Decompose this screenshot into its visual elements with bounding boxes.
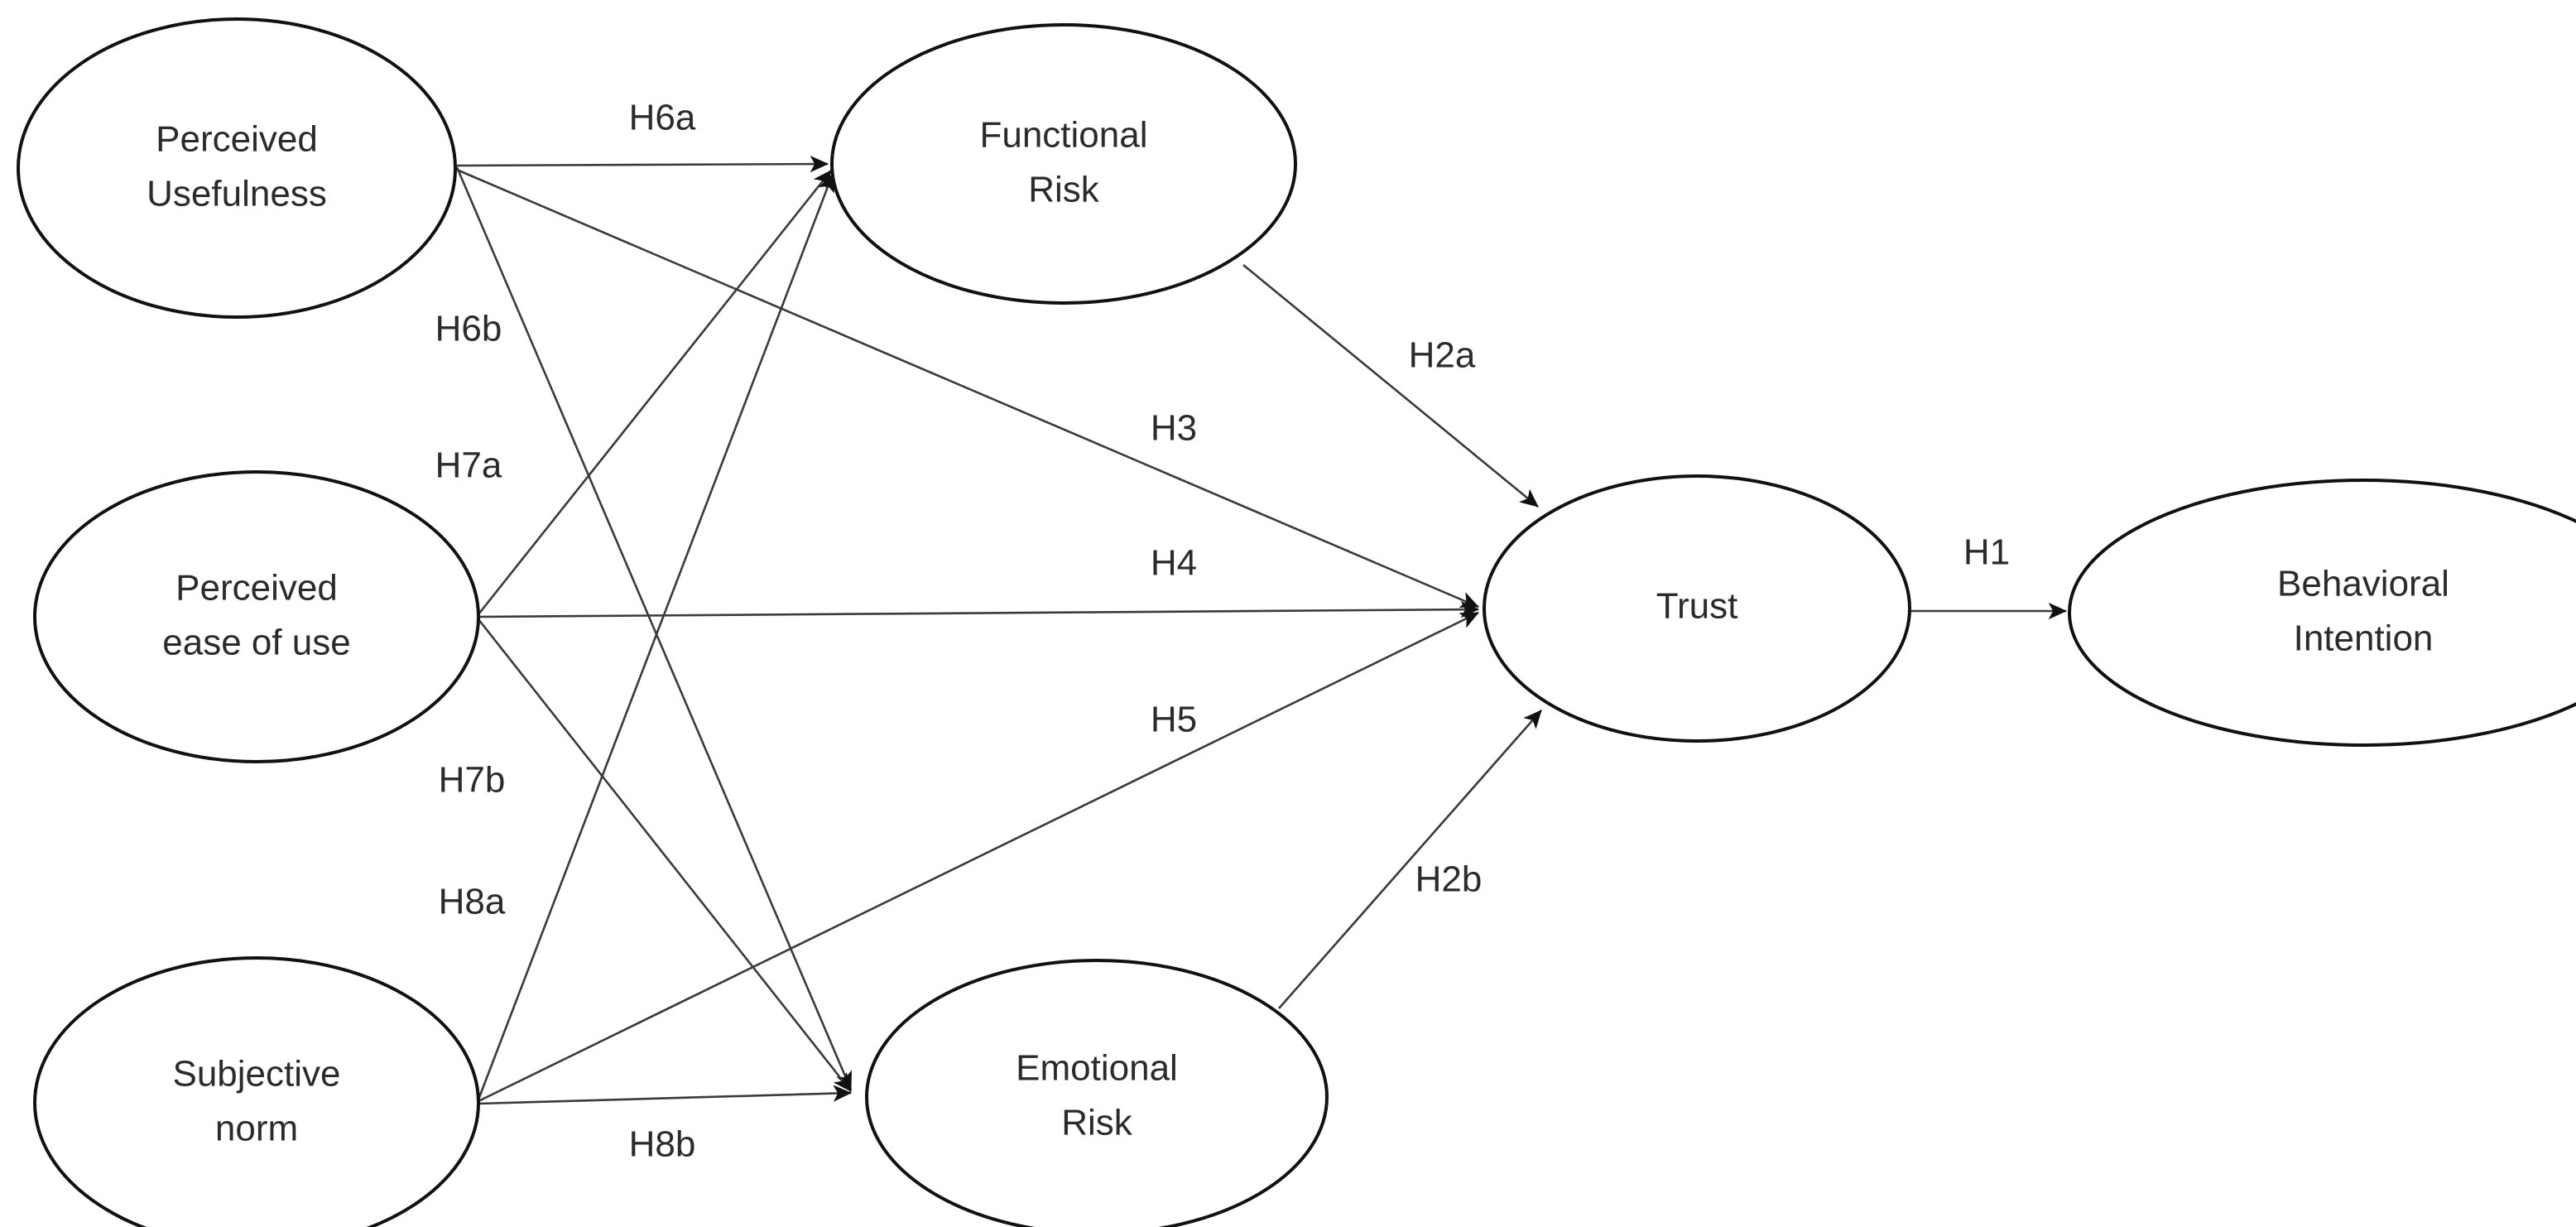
edge-arrow-h6a [456, 155, 829, 173]
edge-label-h8a: H8a [439, 882, 506, 922]
edge-label-h6b: H6b [435, 309, 502, 349]
edge-arrow-h3 [456, 168, 1479, 609]
edge-h3 [456, 168, 1479, 609]
edge-arrow-h8b [478, 1085, 853, 1105]
edge-h4 [478, 601, 1480, 618]
edge-label-h2b: H2b [1415, 859, 1483, 900]
node-label-perceived-usefulness: Perceived [156, 119, 318, 160]
edge-arrow-h6b [455, 166, 853, 1090]
edge-label-h1: H1 [1963, 532, 2010, 573]
node-label-behavioral-intention: Behavioral [2277, 564, 2449, 604]
edge-h5 [478, 611, 1479, 1103]
node-shape-emotional-risk [865, 959, 1329, 1227]
node-perceived-ease-of-use[interactable]: Perceived ease of use [33, 470, 480, 763]
node-trust[interactable]: Trust [1483, 474, 1911, 743]
edge-label-h2a: H2a [1409, 335, 1476, 376]
edge-h8a [477, 173, 834, 1100]
edge-h2a [1242, 263, 1539, 508]
edge-label-h4: H4 [1151, 543, 1197, 584]
node-label-subjective-norm: Subjective [172, 1054, 340, 1095]
node-shape-behavioral-intention [2068, 479, 2576, 747]
edge-label-h7b: H7b [439, 760, 506, 801]
edge-h7a [477, 170, 833, 615]
edge-arrow-h7b [477, 618, 853, 1092]
node-label-functional-risk: Functional [979, 115, 1147, 156]
edge-h2b [1278, 710, 1542, 1009]
edge-label-h8b: H8b [629, 1124, 696, 1165]
edge-label-h5: H5 [1151, 700, 1197, 740]
node-shape-perceived-usefulness [17, 17, 457, 319]
edge-arrow-h5 [478, 611, 1479, 1103]
node-label2-subjective-norm: norm [215, 1109, 298, 1149]
node-label2-perceived-usefulness: Usefulness [147, 174, 327, 214]
edge-h7b [477, 618, 853, 1092]
edge-arrow-h2b [1278, 710, 1542, 1009]
node-label2-behavioral-intention: Intention [2294, 618, 2434, 659]
node-shape-perceived-ease-of-use [33, 470, 480, 763]
edges-layer [455, 155, 2068, 1105]
node-label-emotional-risk: Emotional [1016, 1048, 1178, 1089]
node-label2-functional-risk: Risk [1028, 170, 1100, 210]
edge-label-h3: H3 [1151, 408, 1197, 449]
node-shape-subjective-norm [33, 956, 480, 1227]
node-label2-emotional-risk: Risk [1061, 1103, 1133, 1143]
node-shape-trust [1483, 474, 1911, 743]
edge-label-h6a: H6a [629, 98, 696, 138]
node-shape-functional-risk [830, 23, 1297, 305]
edge-arrow-h8a [477, 173, 834, 1100]
edge-h8b [478, 1085, 853, 1105]
node-subjective-norm[interactable]: Subjective norm [33, 956, 480, 1227]
edge-arrow-h7a [477, 170, 833, 615]
edge-h6a [456, 155, 829, 173]
node-label2-perceived-ease-of-use: ease of use [162, 623, 351, 663]
edge-label-h7a: H7a [435, 445, 502, 486]
node-label-perceived-ease-of-use: Perceived [175, 568, 338, 609]
node-label-trust: Trust [1656, 586, 1738, 627]
edge-h6b [455, 166, 853, 1090]
edge-arrow-h2a [1242, 263, 1539, 508]
edge-arrow-h4 [478, 601, 1480, 618]
